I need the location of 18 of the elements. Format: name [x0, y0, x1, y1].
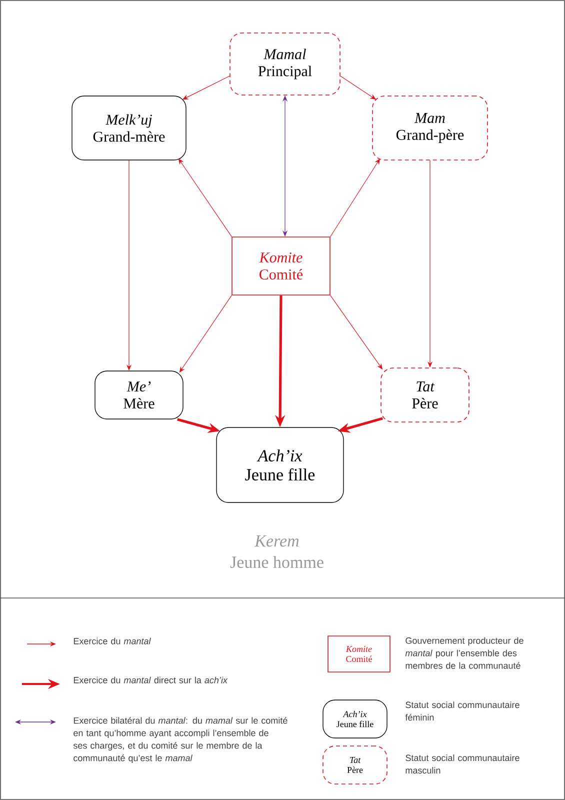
status-box: Me’ Mère	[94, 370, 184, 420]
legend-text: Exercice du mantal	[74, 638, 151, 644]
legend-text: Exercice bilatéral du mantal: du mamal sur le comité en tant qu’homme ayant accompli l’ensemble de ses charges, et du comité sur le membre de la communauté qu’est le mamal	[73, 717, 288, 763]
legend-text: Statut social communautaire féminin	[405, 701, 520, 721]
legend-text: Statut social communautaire masculin	[406, 754, 520, 774]
committee-box: Komite Comité	[232, 236, 330, 296]
status-box: Melk’uj Grand-mère	[72, 96, 186, 160]
status-box: Tat Père	[322, 746, 388, 784]
committee-box: Komite Comité	[328, 636, 390, 672]
status-label: Kerem	[254, 535, 299, 547]
status-box: Mam Grand-père	[372, 96, 488, 160]
status-box: Tat Père	[380, 368, 470, 422]
legend-text: Exercice du mantal direct sur la ach’ix	[74, 676, 228, 684]
status-box: Mamal Principal	[230, 32, 340, 96]
status-box: Ach’ix Jeune fille	[216, 427, 344, 503]
status-label: Jeune homme	[230, 556, 324, 568]
legend-text: Gouvernement producteur de mantal pour l’ensemble des membres de la communauté	[405, 637, 524, 669]
status-box: Ach’ix Jeune fille	[322, 700, 388, 738]
